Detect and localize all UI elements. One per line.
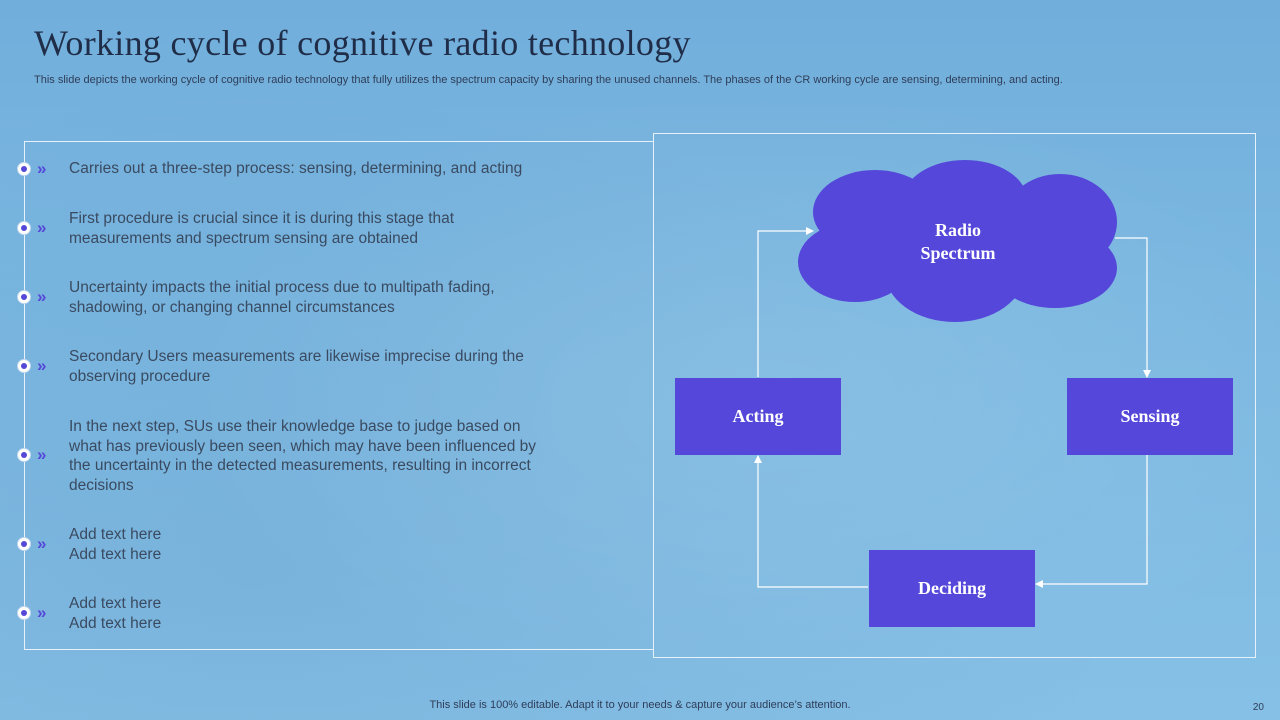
sensing-box: Sensing <box>1067 378 1233 455</box>
chevron-double-right-icon: » <box>37 603 47 622</box>
cloud-label-line: Spectrum <box>920 243 996 263</box>
connector-acting-to-cloud <box>757 227 814 377</box>
bullet-text: In the next step, SUs use their knowledg… <box>69 418 537 494</box>
page-title: Working cycle of cognitive radio technol… <box>34 23 691 63</box>
chevron-double-right-icon: » <box>37 534 47 553</box>
connector-deciding-to-acting <box>754 455 868 588</box>
bullet-text: Add text here Add text here <box>69 595 162 632</box>
bullet-dot-icon <box>17 162 31 176</box>
chevron-double-right-icon: » <box>37 218 47 237</box>
bullet-dot-icon <box>17 221 31 235</box>
connector-cloud-to-sensing <box>1115 237 1151 378</box>
connector-sensing-to-deciding <box>1035 455 1148 588</box>
bullet-panel: » Carries out a three-step process: sens… <box>17 141 654 650</box>
page-number: 20 <box>1252 702 1264 713</box>
deciding-box: Deciding <box>869 550 1035 627</box>
radio-spectrum-cloud <box>798 160 1117 322</box>
chevron-double-right-icon: » <box>37 159 47 178</box>
bullet-text: Uncertainty impacts the initial process … <box>69 279 495 316</box>
bullet-dot-icon <box>17 290 31 304</box>
chevron-double-right-icon: » <box>37 445 47 464</box>
chevron-double-right-icon: » <box>37 287 47 306</box>
chevron-double-right-icon: » <box>37 356 47 375</box>
bullet-dot-icon <box>17 448 31 462</box>
footer-note: This slide is 100% editable. Adapt it to… <box>429 699 851 711</box>
cloud-label-line: Radio <box>934 220 981 240</box>
cloud-label: Radio Spectrum <box>898 219 1018 265</box>
bullet-dot-icon <box>17 606 31 620</box>
bullet-text: Secondary Users measurements are likewis… <box>69 348 524 385</box>
page-subtitle: This slide depicts the working cycle of … <box>34 74 1063 86</box>
bullet-text: Add text here Add text here <box>69 526 162 563</box>
bullet-dot-icon <box>17 359 31 373</box>
bullet-text: First procedure is crucial since it is d… <box>69 210 455 247</box>
bullet-dot-icon <box>17 537 31 551</box>
cycle-diagram-panel <box>653 133 1256 658</box>
acting-box: Acting <box>675 378 841 455</box>
bullet-text: Carries out a three-step process: sensin… <box>69 160 523 177</box>
